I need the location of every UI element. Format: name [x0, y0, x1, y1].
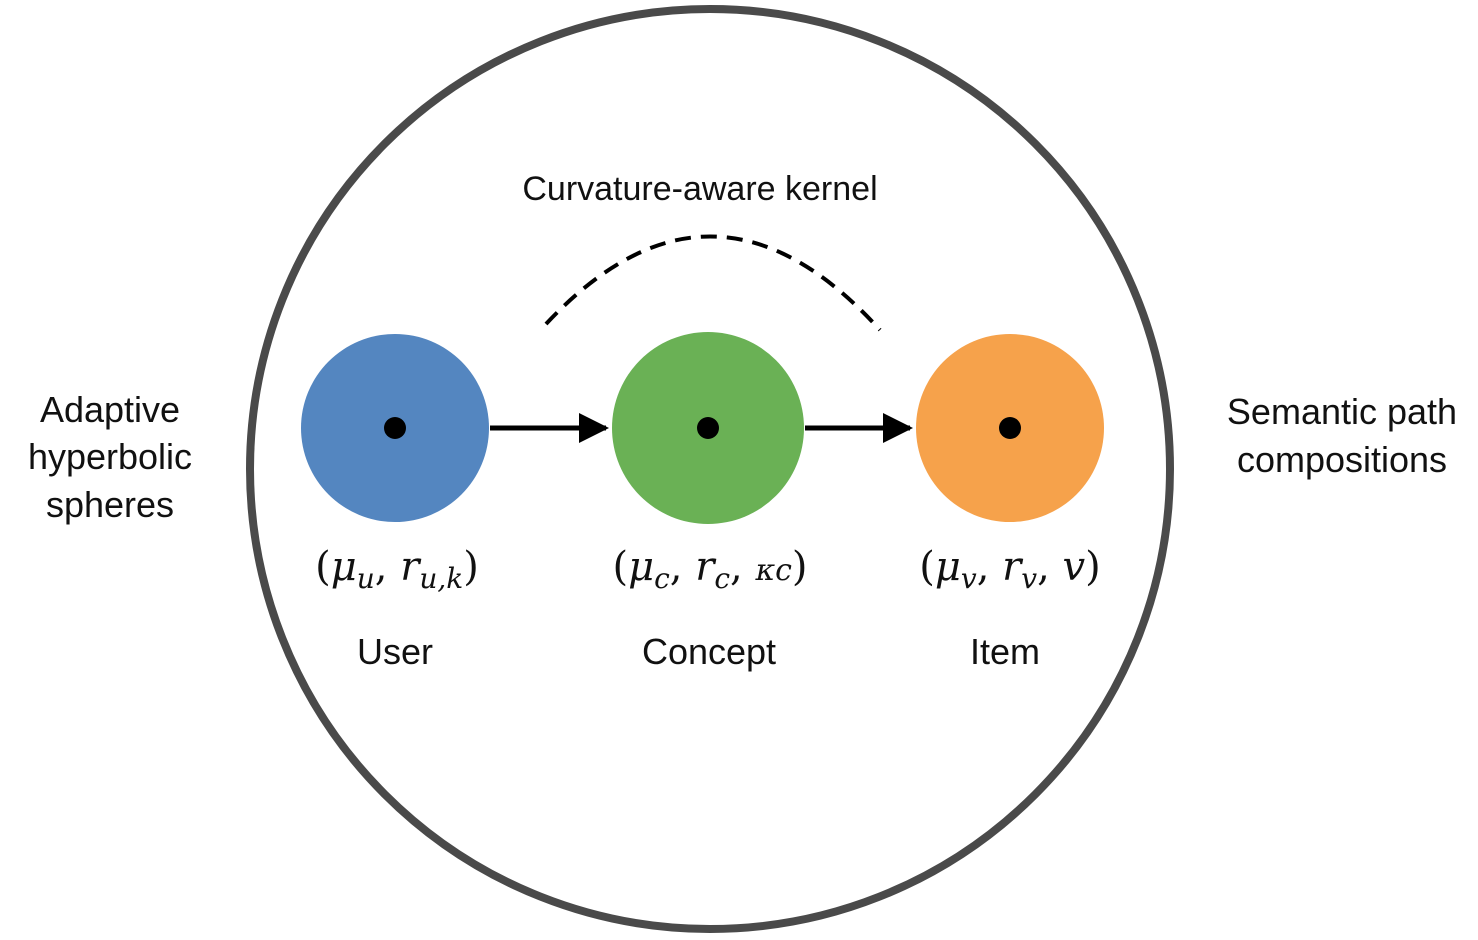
user-params: (μu, ru,k)	[315, 544, 479, 595]
left-side-label: Adaptive hyperbolic spheres	[28, 389, 192, 525]
concept-label: Concept	[642, 631, 776, 672]
kernel-title: Curvature-aware kernel	[522, 170, 877, 208]
user-center-dot	[384, 417, 406, 439]
user-label: User	[357, 631, 433, 672]
curvature-arc	[544, 234, 882, 332]
concept-params: (μc, rc, κc)	[612, 544, 807, 595]
right-label-line-1: Semantic path	[1227, 391, 1457, 432]
right-label-line-2: compositions	[1237, 439, 1447, 480]
item-params: (μv, rv, v)	[919, 544, 1100, 595]
item-label: Item	[970, 631, 1040, 672]
left-label-line-3: spheres	[46, 484, 174, 525]
left-label-line-1: Adaptive	[40, 389, 180, 430]
right-side-label: Semantic path compositions	[1227, 391, 1457, 480]
item-center-dot	[999, 417, 1021, 439]
left-label-line-2: hyperbolic	[28, 436, 192, 477]
concept-center-dot	[697, 417, 719, 439]
